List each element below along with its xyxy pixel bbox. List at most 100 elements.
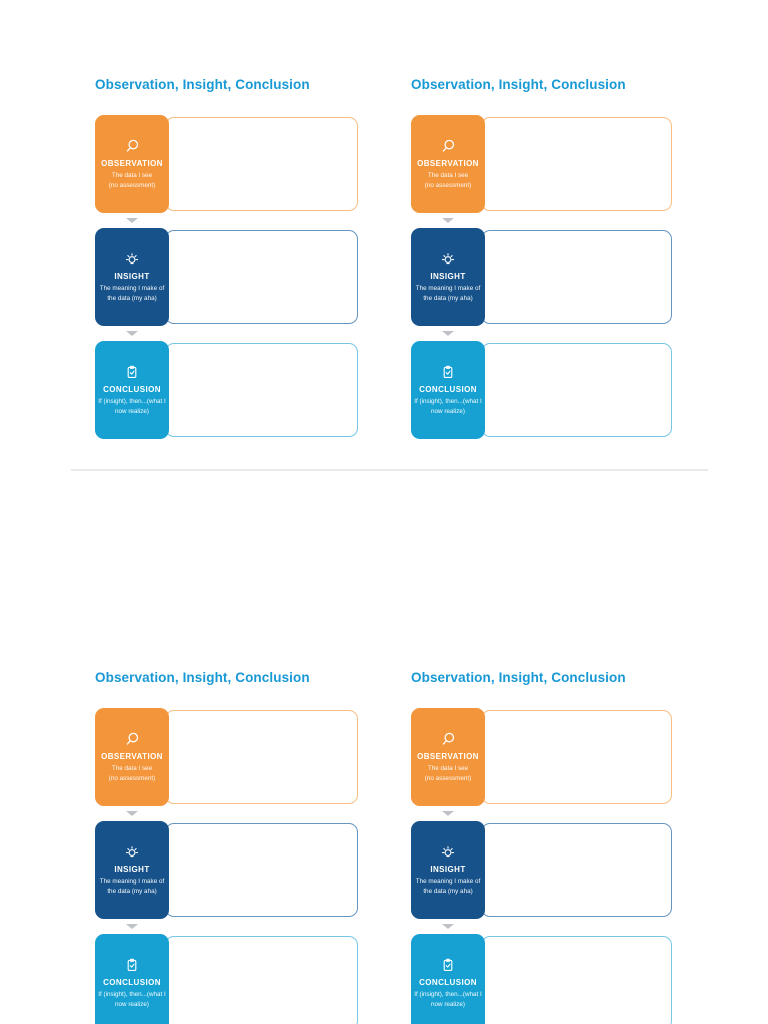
card-label: OBSERVATION (101, 751, 163, 761)
insight-answer-box (165, 230, 358, 324)
card-description-line: The meaning I make of (99, 284, 165, 292)
down-arrow-icon (126, 924, 138, 929)
card-description: The meaning I make of the data (my aha) (416, 284, 480, 304)
magnifier-icon (124, 731, 140, 747)
worksheet-title: Observation, Insight, Conclusion (95, 670, 310, 685)
card-description-line: now realize) (431, 407, 465, 415)
observation-card: OBSERVATION The data I see (no assessmen… (411, 708, 485, 806)
card-description-line: the data (my aha) (423, 887, 473, 895)
observation-card: OBSERVATION The data I see (no assessmen… (411, 115, 485, 213)
down-arrow-icon (126, 218, 138, 223)
clipboard-check-icon (124, 957, 140, 973)
conclusion-answer-box (165, 343, 358, 437)
worksheet-rows: OBSERVATION The data I see (no assessmen… (95, 115, 358, 439)
conclusion-card: CONCLUSION If (insight), then...(what I … (411, 934, 485, 1024)
down-arrow-icon (442, 924, 454, 929)
oic-worksheet: Observation, Insight, Conclusion OBSERVA… (411, 670, 672, 1024)
card-label: INSIGHT (430, 864, 466, 874)
card-label: OBSERVATION (101, 158, 163, 168)
insight-card: INSIGHT The meaning I make of the data (… (95, 228, 169, 326)
worksheet-rows: OBSERVATION The data I see (no assessmen… (411, 115, 672, 439)
oic-worksheet: Observation, Insight, Conclusion OBSERVA… (411, 77, 672, 439)
insight-card: INSIGHT The meaning I make of the data (… (95, 821, 169, 919)
lightbulb-icon (440, 251, 456, 267)
observation-row: OBSERVATION The data I see (no assessmen… (95, 115, 358, 213)
card-description: The data I see (no assessment) (109, 171, 156, 191)
conclusion-answer-box (481, 343, 672, 437)
down-arrow-icon (442, 331, 454, 336)
worksheet-title: Observation, Insight, Conclusion (411, 77, 626, 92)
observation-card: OBSERVATION The data I see (no assessmen… (95, 708, 169, 806)
card-label: INSIGHT (430, 271, 466, 281)
row-connector (411, 213, 672, 228)
card-description: The data I see (no assessment) (425, 764, 472, 784)
card-description: The data I see (no assessment) (109, 764, 156, 784)
oic-worksheet: Observation, Insight, Conclusion OBSERVA… (95, 670, 358, 1024)
card-description-line: the data (my aha) (107, 887, 157, 895)
observation-answer-box (165, 117, 358, 211)
conclusion-card: CONCLUSION If (insight), then...(what I … (95, 934, 169, 1024)
lightbulb-icon (440, 844, 456, 860)
card-description-line: the data (my aha) (107, 294, 157, 302)
card-label: CONCLUSION (419, 977, 477, 987)
magnifier-icon (440, 731, 456, 747)
observation-row: OBSERVATION The data I see (no assessmen… (411, 115, 672, 213)
card-description-line: the data (my aha) (423, 294, 473, 302)
row-connector (95, 919, 358, 934)
card-description: The data I see (no assessment) (425, 171, 472, 191)
insight-row: INSIGHT The meaning I make of the data (… (95, 228, 358, 326)
card-description-line: (no assessment) (424, 181, 472, 189)
insight-card: INSIGHT The meaning I make of the data (… (411, 228, 485, 326)
observation-answer-box (481, 710, 672, 804)
card-description-line: The data I see (111, 171, 153, 179)
conclusion-answer-box (481, 936, 672, 1024)
observation-card: OBSERVATION The data I see (no assessmen… (95, 115, 169, 213)
card-label: CONCLUSION (419, 384, 477, 394)
row-connector (95, 326, 358, 341)
conclusion-card: CONCLUSION If (insight), then...(what I … (411, 341, 485, 439)
insight-row: INSIGHT The meaning I make of the data (… (95, 821, 358, 919)
insight-answer-box (481, 230, 672, 324)
card-label: INSIGHT (114, 864, 150, 874)
oic-worksheet: Observation, Insight, Conclusion OBSERVA… (95, 77, 358, 439)
insight-card: INSIGHT The meaning I make of the data (… (411, 821, 485, 919)
magnifier-icon (124, 138, 140, 154)
magnifier-icon (440, 138, 456, 154)
worksheet-rows: OBSERVATION The data I see (no assessmen… (411, 708, 672, 1024)
insight-answer-box (481, 823, 672, 917)
worksheet-title: Observation, Insight, Conclusion (95, 77, 310, 92)
insight-answer-box (165, 823, 358, 917)
conclusion-row: CONCLUSION If (insight), then...(what I … (411, 934, 672, 1024)
conclusion-row: CONCLUSION If (insight), then...(what I … (411, 341, 672, 439)
card-description: The meaning I make of the data (my aha) (100, 284, 164, 304)
card-description-line: (no assessment) (108, 181, 156, 189)
card-description-line: The data I see (427, 171, 469, 179)
observation-answer-box (165, 710, 358, 804)
row-connector (411, 919, 672, 934)
page-divider (71, 469, 708, 471)
card-description: If (insight), then...(what I now realize… (414, 397, 482, 417)
card-description-line: now realize) (115, 407, 149, 415)
down-arrow-icon (442, 811, 454, 816)
card-description-line: The data I see (111, 764, 153, 772)
card-description-line: (no assessment) (108, 774, 156, 782)
clipboard-check-icon (440, 957, 456, 973)
card-description-line: (no assessment) (424, 774, 472, 782)
card-label: OBSERVATION (417, 751, 479, 761)
worksheet-rows: OBSERVATION The data I see (no assessmen… (95, 708, 358, 1024)
card-description-line: The meaning I make of (415, 877, 481, 885)
card-label: CONCLUSION (103, 977, 161, 987)
clipboard-check-icon (124, 364, 140, 380)
card-description: If (insight), then...(what I now realize… (98, 397, 166, 417)
down-arrow-icon (126, 811, 138, 816)
conclusion-row: CONCLUSION If (insight), then...(what I … (95, 341, 358, 439)
card-description: If (insight), then...(what I now realize… (414, 990, 482, 1010)
card-description: The meaning I make of the data (my aha) (416, 877, 480, 897)
conclusion-card: CONCLUSION If (insight), then...(what I … (95, 341, 169, 439)
card-description-line: The meaning I make of (99, 877, 165, 885)
worksheet-title: Observation, Insight, Conclusion (411, 670, 626, 685)
conclusion-answer-box (165, 936, 358, 1024)
observation-answer-box (481, 117, 672, 211)
card-label: OBSERVATION (417, 158, 479, 168)
